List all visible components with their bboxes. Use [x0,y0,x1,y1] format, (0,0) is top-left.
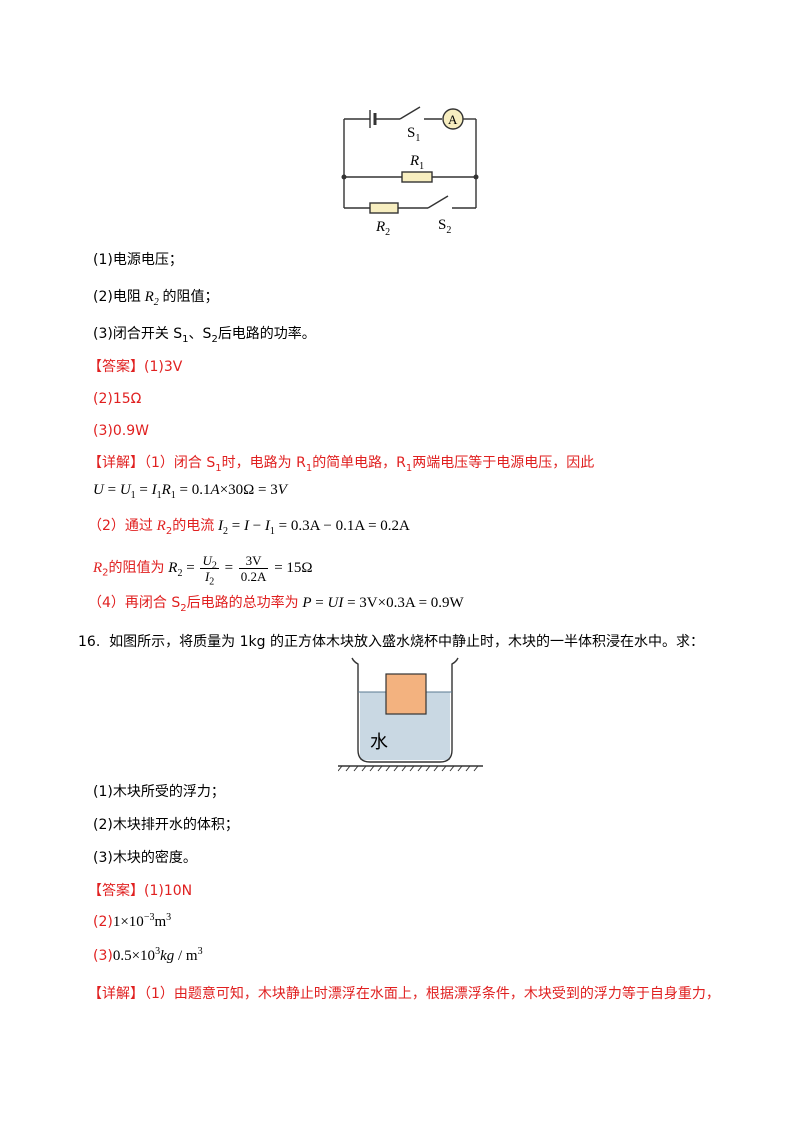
detail-label: 【详解】 [88,455,144,471]
s2-sub: 2 [446,225,451,236]
detail-1c: 的简单电路，R [312,455,406,471]
q15-detail-2: （2）通过 R2的电流 I2 = I − I1 = 0.3A − 0.1A = … [88,518,410,537]
q16-item-1: (1)木块所受的浮力； [93,784,225,800]
svg-text:S1: S1 [407,125,420,144]
q15-item-2-tail: 的阻值； [162,289,219,305]
q15-detail-4: （4）再闭合 S2后电路的总功率为 P = UI = 3V×0.3A = 0.9… [88,595,464,614]
detail-2b: 的电流 [172,518,215,534]
q15-item-3-b: 、S [188,326,212,342]
ammeter-label: A [448,112,458,127]
q16-detail-1: 【详解】（1）由题意可知，木块静止时漂浮在水面上，根据漂浮条件，木块受到的浮力等… [88,984,720,1004]
detail-3b: 的阻值为 [108,559,165,576]
detail-1d: 两端电压等于电源电压，因此 [412,455,595,471]
q15-item-3-a: (3)闭合开关 S [93,326,183,342]
q15-answer-1: 【答案】(1)3V [88,357,182,377]
q15-detail-1: 【详解】（1）闭合 S1时，电路为 R1的简单电路，R1两端电压等于电源电压，因… [88,455,595,474]
s1-sub: 1 [415,133,420,144]
q16-answer-2: (2)1×10−3m3 [93,912,172,931]
r2-label: R [375,219,385,235]
svg-text:R1: R1 [409,153,424,172]
r2-sub: 2 [385,227,390,238]
q16-answer-2-prefix: (2) [93,914,113,930]
detail-1a: （1）闭合 S [144,455,216,471]
r1-sub: 1 [419,161,424,172]
detail-4a: （4）再闭合 S [88,595,181,611]
answer-1: (1)3V [144,359,183,375]
q16-item-3: (3)木块的密度。 [93,850,197,866]
q16-answer-3: (3)0.5×103kg / m3 [93,946,203,965]
q15-item-1: (1)电源电压； [93,252,183,268]
q15-item-3: (3)闭合开关 S1、S2后电路的功率。 [93,326,316,345]
q16-item-2: (2)木块排开水的体积； [93,817,239,833]
r2-symbol: R2 [140,289,159,308]
detail-1b: 时，电路为 R [221,455,306,471]
q16-answer-1-text: (1)10N [144,883,193,899]
q16-detail-label: 【详解】 [88,986,144,1002]
q15-item-2: (2)电阻 R2 的阻值； [93,287,219,308]
svg-text:S2: S2 [438,217,451,236]
water-label: 水 [370,732,388,752]
detail-2a: （2）通过 [88,518,153,534]
formula-u: U = U1 = I1R1 = 0.1A×30Ω = 3V [93,482,287,501]
q16-stem: 16. 如图所示，将质量为 1kg 的正方体木块放入盛水烧杯中静止时，木块的一半… [78,632,704,652]
q16-detail-1-text: （1）由题意可知，木块静止时漂浮在水面上，根据漂浮条件，木块受到的浮力等于自身重… [144,986,720,1002]
q16-number: 16. [78,634,101,650]
q15-item-2-text: (2)电阻 [93,289,141,305]
q16-answer-1: 【答案】(1)10N [88,881,192,901]
circuit-diagram: A S1 R1 R2 S2 [341,106,479,238]
s1-label: S [407,125,415,141]
q16-stem-text: 如图所示，将质量为 1kg 的正方体木块放入盛水烧杯中静止时，木块的一半体积浸在… [109,634,704,650]
detail-4b: 后电路的总功率为 [186,595,299,611]
beaker-diagram: 水 [338,657,483,772]
q15-answer-2: (2)15Ω [93,391,142,407]
q16-answer-label: 【答案】 [88,883,144,899]
answer-label: 【答案】 [88,359,144,375]
svg-text:R2: R2 [375,219,390,238]
q15-item-3-c: 后电路的功率。 [217,326,316,342]
s2-label: S [438,217,446,233]
q16-answer-3-prefix: (3) [93,948,113,964]
r1-label: R [409,153,419,169]
q15-answer-3: (3)0.9W [93,423,149,439]
